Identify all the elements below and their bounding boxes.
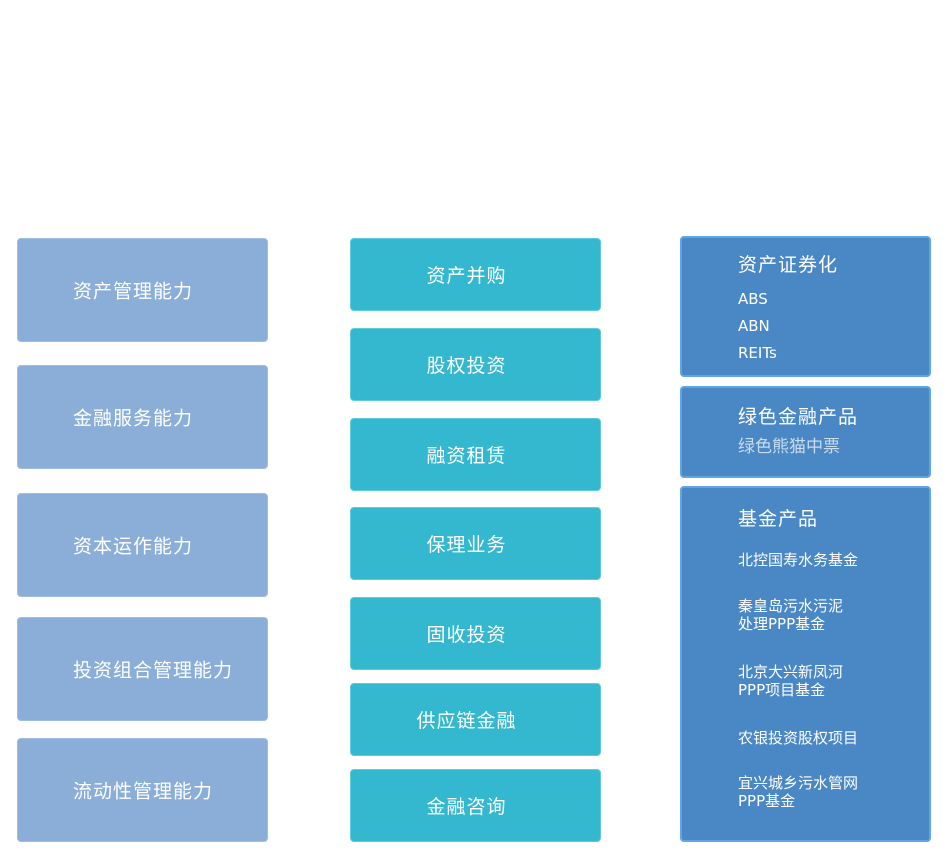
product-item-line: PPP项目基金: [738, 681, 826, 699]
capability-box-liquidity-management: 流动性管理能力: [17, 738, 268, 842]
product-group-title: 基金产品: [738, 508, 819, 530]
business-label: 供应链金融: [416, 710, 517, 732]
business-box-fixed-income: 固收投资: [350, 597, 601, 670]
product-item-line: 北京大兴新凤河: [738, 663, 844, 681]
product-group-funds: 基金产品 北控国寿水务基金 秦皇岛污水污泥 处理PPP基金 北京大兴新凤河 PP…: [680, 486, 931, 842]
product-item-line: 宜兴城乡污水管网: [738, 774, 859, 792]
business-box-financial-leasing: 融资租赁: [350, 418, 601, 491]
business-box-supply-chain-finance: 供应链金融: [350, 683, 601, 756]
product-item-line: PPP基金: [738, 792, 796, 810]
product-group-green-finance: 绿色金融产品 绿色熊猫中票: [680, 386, 931, 478]
product-item: 北控国寿水务基金: [738, 551, 858, 569]
capability-label: 资产管理能力: [73, 280, 194, 303]
business-label: 金融咨询: [426, 796, 507, 818]
business-label: 股权投资: [426, 355, 507, 377]
business-box-equity-investment: 股权投资: [350, 328, 601, 401]
product-item: ABN: [738, 317, 770, 335]
business-box-factoring: 保理业务: [350, 507, 601, 580]
business-box-financial-consulting: 金融咨询: [350, 769, 601, 842]
product-group-title: 绿色金融产品: [738, 406, 859, 428]
capability-label: 资本运作能力: [73, 535, 194, 558]
product-item: 北京大兴新凤河 PPP项目基金: [738, 663, 843, 699]
capability-box-asset-management: 资产管理能力: [17, 238, 268, 342]
product-item-line: 秦皇岛污水污泥: [738, 597, 844, 615]
business-label: 资产并购: [426, 265, 507, 287]
product-item: 宜兴城乡污水管网 PPP基金: [738, 774, 858, 810]
product-item: 农银投资股权项目: [738, 729, 858, 747]
business-label: 固收投资: [426, 624, 507, 646]
business-label: 融资租赁: [426, 445, 507, 467]
capability-label: 金融服务能力: [73, 407, 194, 430]
product-item: REITs: [738, 344, 777, 362]
business-label: 保理业务: [426, 534, 507, 556]
capability-label: 投资组合管理能力: [73, 659, 234, 682]
capability-box-portfolio-management: 投资组合管理能力: [17, 617, 268, 721]
capability-box-financial-services: 金融服务能力: [17, 365, 268, 469]
business-box-mna: 资产并购: [350, 238, 601, 311]
product-item: 绿色熊猫中票: [738, 437, 840, 457]
product-item: 秦皇岛污水污泥 处理PPP基金: [738, 597, 843, 633]
product-group-title: 资产证券化: [738, 254, 839, 276]
product-item-line: 处理PPP基金: [738, 615, 826, 633]
product-item-line: 北控国寿水务基金: [738, 551, 859, 569]
product-item: ABS: [738, 290, 768, 308]
capability-label: 流动性管理能力: [73, 780, 214, 803]
capability-box-capital-operation: 资本运作能力: [17, 493, 268, 597]
product-group-securitization: 资产证券化 ABS ABN REITs: [680, 236, 931, 377]
product-item-line: 农银投资股权项目: [738, 729, 859, 747]
